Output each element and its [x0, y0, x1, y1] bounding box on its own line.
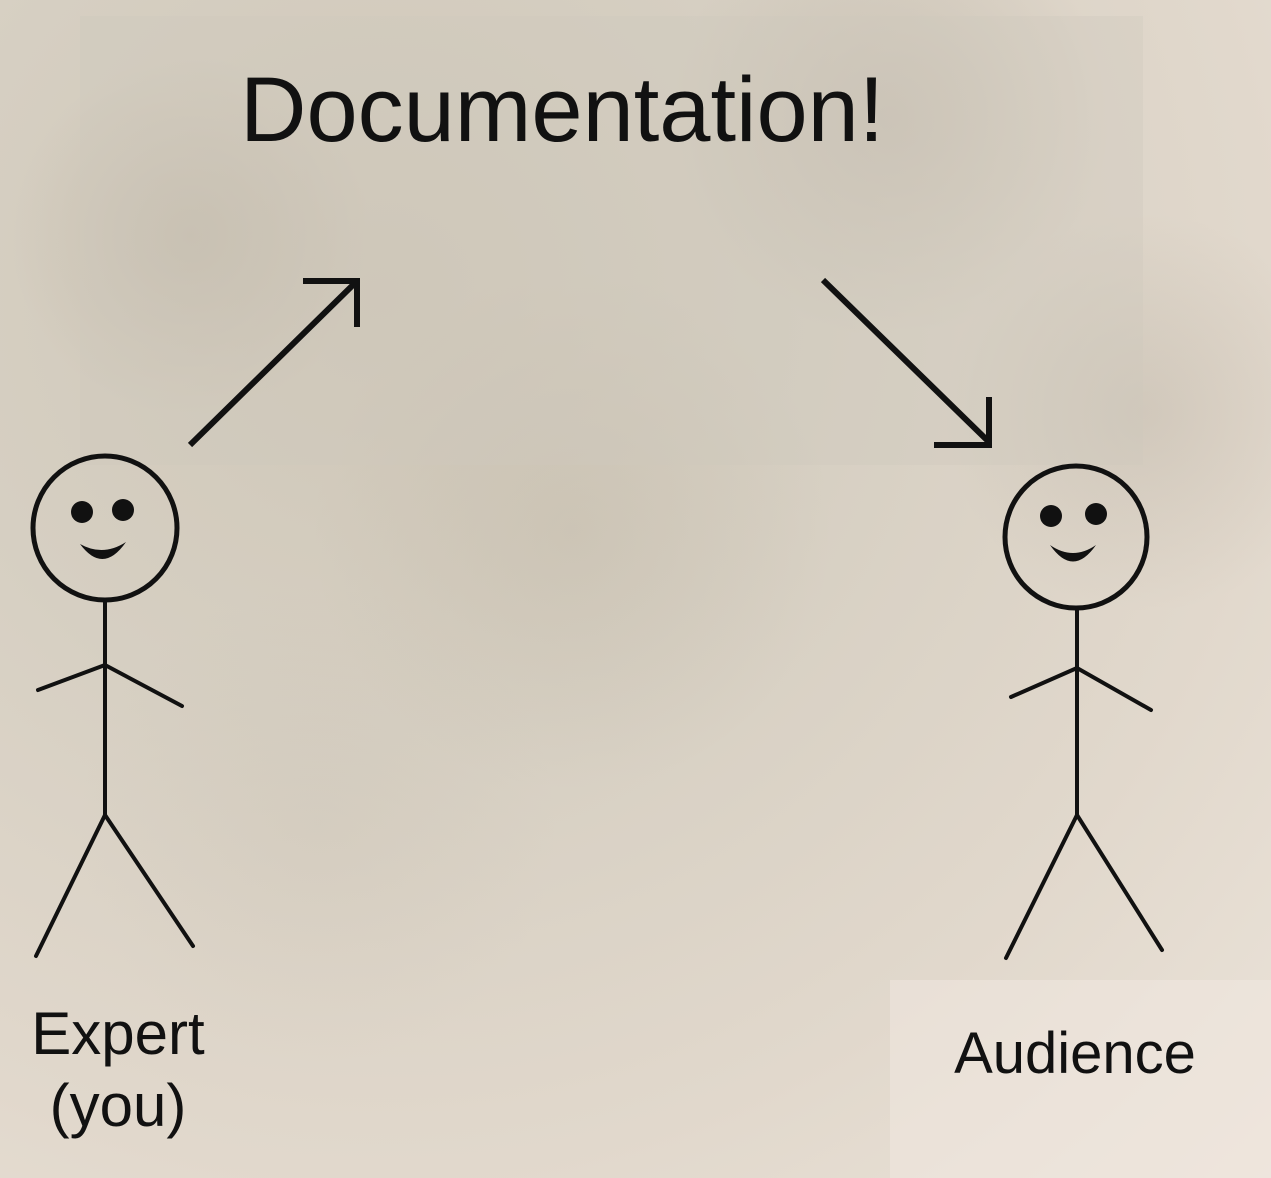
expert-label: Expert (you): [8, 998, 228, 1142]
stick-figure-expert-icon: [30, 453, 195, 958]
title-panel: [80, 16, 1143, 465]
expert-label-line1: Expert: [31, 1000, 205, 1067]
diagram-title: Documentation!: [240, 59, 885, 161]
audience-label-panel: [890, 980, 1271, 1178]
expert-face: [71, 499, 134, 560]
audience-face: [1040, 503, 1107, 562]
arrow-down-right-icon: [820, 277, 993, 448]
arrow-up-right-icon: [187, 278, 360, 448]
expert-label-line2: (you): [49, 1072, 187, 1139]
audience-label: Audience: [954, 1021, 1196, 1086]
stick-figure-audience-icon: [1002, 463, 1164, 960]
